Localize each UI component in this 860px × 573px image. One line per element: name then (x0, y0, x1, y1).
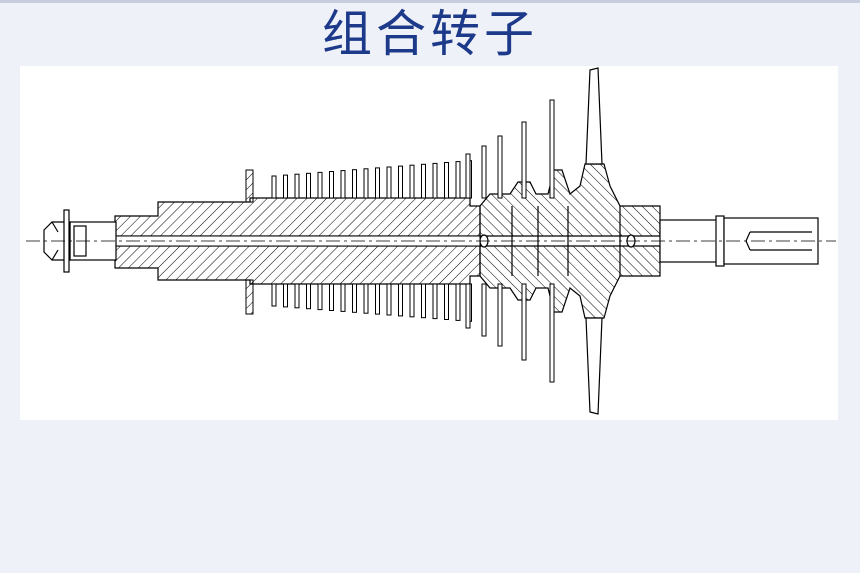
blade-lower (497, 283, 503, 347)
blade-upper (317, 171, 323, 199)
blade-lower (329, 283, 334, 311)
blade-lower (409, 283, 415, 318)
blade-upper (283, 174, 288, 199)
blade-row-lower (271, 283, 555, 383)
figure-panel (20, 66, 838, 420)
blade-upper (481, 145, 487, 199)
blade-lower (481, 283, 487, 337)
drum-lower (114, 245, 481, 285)
blade-upper (444, 162, 449, 199)
blade-upper (271, 175, 277, 199)
blade-lower (306, 283, 311, 310)
blade-upper (375, 167, 380, 199)
blade-lower (432, 283, 438, 320)
blade-upper (421, 163, 426, 199)
blade-lower (271, 283, 277, 307)
blade-upper (294, 173, 300, 199)
blade-upper (455, 161, 461, 199)
blade-upper (521, 121, 527, 199)
blade-lower (398, 283, 403, 317)
blade-upper (465, 153, 471, 199)
blade-upper (306, 172, 311, 199)
blade-upper (386, 166, 392, 199)
blade-upper (329, 171, 334, 199)
blade-upper (352, 169, 357, 199)
blade-lower (455, 283, 461, 321)
blade-lower (421, 283, 426, 319)
disc-upper (479, 163, 661, 237)
blade-lower (340, 283, 346, 312)
blade-lower (294, 283, 300, 309)
disc-lower (479, 245, 661, 319)
drum-upper (114, 197, 481, 237)
blade-lower (375, 283, 380, 315)
blade-upper (432, 162, 438, 199)
blade-lower (549, 283, 555, 383)
blade-row-upper (271, 99, 555, 199)
blade-lower (521, 283, 527, 361)
top-border (0, 0, 860, 3)
blade-lower (317, 283, 323, 311)
blade-lower (444, 283, 449, 320)
blade-lower (386, 283, 392, 316)
slide-title: 组合转子 (322, 5, 538, 63)
blade-upper (363, 168, 369, 199)
blade-upper (398, 165, 403, 199)
rotor-body (114, 197, 481, 285)
blade-upper (340, 170, 346, 199)
balance-ring (245, 169, 254, 315)
blade-upper (549, 99, 555, 199)
blade-lower (283, 283, 288, 308)
last-stage-blades (585, 67, 603, 415)
blade-lower (465, 283, 471, 329)
blade-upper (409, 164, 415, 199)
rotor-cross-section-drawing (26, 67, 836, 415)
blade-lower (352, 283, 357, 313)
blade-lower (363, 283, 369, 314)
blade-upper (497, 135, 503, 199)
